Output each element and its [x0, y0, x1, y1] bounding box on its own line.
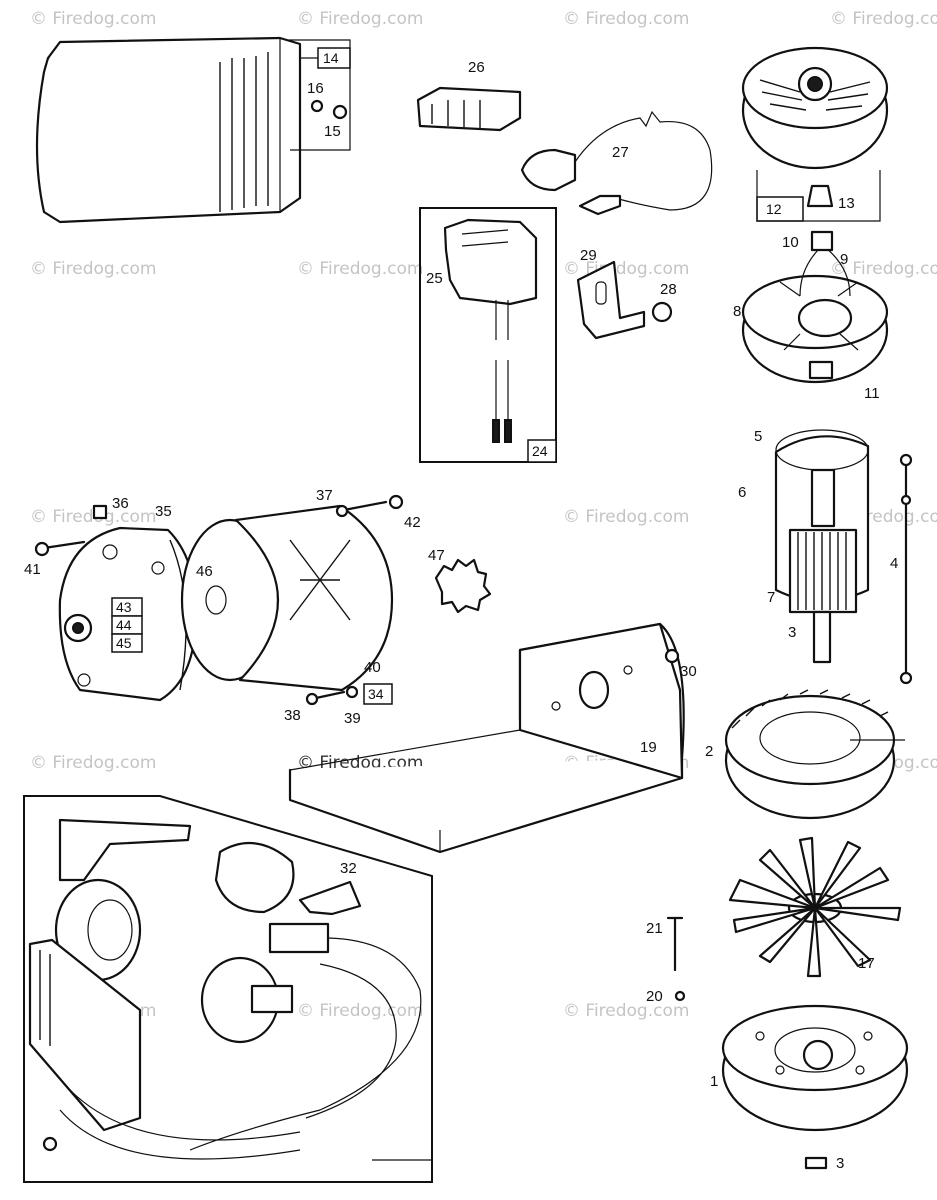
callout-5: 5 [754, 428, 762, 445]
callout-35: 35 [155, 503, 172, 520]
callout-34: 34 [368, 686, 384, 702]
watermark: © Firedog.com [30, 753, 156, 773]
callout-19: 19 [640, 739, 657, 756]
callout-38: 38 [284, 707, 301, 724]
watermark: © Firedog.com [297, 1001, 423, 1021]
callout-46: 46 [196, 563, 213, 580]
callout-6: 6 [738, 484, 746, 501]
callout-3b: 3 [836, 1155, 844, 1172]
callout-28: 28 [660, 281, 677, 298]
callout-41: 41 [24, 561, 41, 578]
callout-12: 12 [766, 201, 782, 217]
callout-14: 14 [323, 50, 339, 66]
part-21-screw: 21 20 [646, 916, 686, 1005]
callout-7: 7 [767, 589, 775, 606]
callout-8: 8 [733, 303, 741, 320]
callout-9: 9 [840, 251, 848, 268]
callout-44: 44 [116, 617, 132, 633]
callout-24: 24 [532, 443, 548, 459]
callout-1: 1 [710, 1073, 718, 1090]
part-24-frame: 24 25 [419, 207, 557, 463]
callout-4: 4 [890, 555, 898, 572]
callout-43: 43 [116, 599, 132, 615]
part-27-cable: 27 [520, 110, 713, 216]
watermark: © Firedog.com [30, 9, 156, 29]
inset-sensor-assembly: 32 [23, 795, 433, 1183]
part-7-rotor: 7 3 [767, 468, 858, 664]
watermark: © Firedog.com [563, 507, 689, 527]
part-26-connector: 26 [416, 59, 522, 132]
part-14-cover: 14 16 15 [35, 36, 351, 224]
callout-15: 15 [324, 123, 341, 140]
watermark: © Firedog.com [297, 259, 423, 279]
callout-3a: 3 [788, 624, 796, 641]
callout-45: 45 [116, 635, 132, 651]
callout-39: 39 [344, 710, 361, 727]
callout-42: 42 [404, 514, 421, 531]
part-37-screw: 37 42 38 39 [284, 487, 421, 727]
callout-10: 10 [782, 234, 799, 251]
callout-20: 20 [646, 988, 663, 1005]
callout-30: 30 [680, 663, 697, 680]
part-17-fan: 17 [728, 836, 902, 978]
watermark: © Firedog.com [563, 1001, 689, 1021]
watermark: © Firedog.com [563, 9, 689, 29]
part-46-rotor-housing: 46 40 34 [180, 504, 394, 705]
part-19-base-bracket: 19 30 [288, 622, 697, 854]
callout-25: 25 [426, 270, 443, 287]
watermark: © Firedog.com [830, 259, 937, 279]
callout-21: 21 [646, 920, 663, 937]
callout-2: 2 [705, 743, 713, 760]
callout-37: 37 [316, 487, 333, 504]
callout-36: 36 [112, 495, 129, 512]
part-1-flange: 1 3 [710, 1004, 909, 1172]
part-4-tie-rod: 4 [890, 453, 913, 685]
part-2-end-shield: 2 [705, 689, 905, 820]
callout-13: 13 [838, 195, 855, 212]
part-29-bracket: 29 28 [576, 247, 677, 340]
callout-29: 29 [580, 247, 597, 264]
watermark: © Firedog.com [830, 9, 937, 29]
watermark: © Firedog.com [297, 9, 423, 29]
watermark: © Firedog.com [30, 259, 156, 279]
callout-16: 16 [307, 80, 324, 97]
callout-47: 47 [428, 547, 445, 564]
part-47-gear: 47 [428, 547, 492, 614]
callout-11: 11 [864, 385, 880, 402]
callout-26: 26 [468, 59, 485, 76]
part-35-end-cover: 43 44 45 35 36 41 [24, 495, 198, 702]
callout-32: 32 [340, 860, 357, 877]
callout-40: 40 [364, 659, 381, 676]
part-12-stator: 12 13 [741, 46, 889, 222]
callout-27: 27 [612, 144, 629, 161]
callout-17: 17 [858, 955, 875, 972]
part-8-brush-holder: 10 9 8 11 [733, 230, 889, 402]
